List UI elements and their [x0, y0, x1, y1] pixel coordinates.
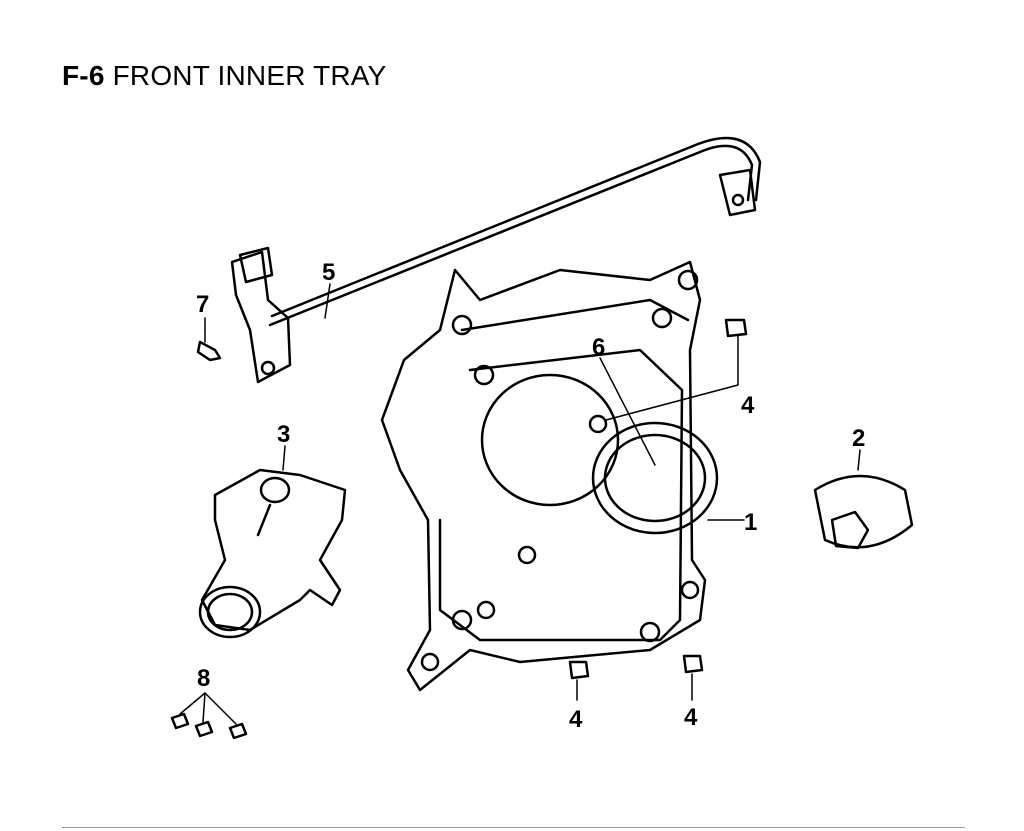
- part-6-grommet: [588, 414, 608, 434]
- callout-6: 6: [592, 334, 605, 361]
- diagram-code: F-6: [62, 60, 105, 91]
- callout-3: 3: [277, 421, 290, 448]
- bottom-divider: [62, 827, 965, 828]
- callout-4: 4: [569, 706, 583, 733]
- part-2-cap: [813, 474, 914, 550]
- callout-8: 8: [197, 665, 210, 692]
- part-3-housing: [198, 468, 347, 639]
- callout-2: 2: [852, 425, 865, 452]
- callout-4: 4: [741, 392, 755, 419]
- part-5-rod: [230, 136, 762, 384]
- diagram-name: FRONT INNER TRAY: [112, 60, 387, 91]
- part-8-bolts: [170, 712, 248, 740]
- page-title: F-6 FRONT INNER TRAY: [62, 60, 386, 92]
- part-7-bolt: [196, 329, 222, 362]
- callout-5: 5: [322, 259, 335, 286]
- callout-7: 7: [196, 291, 209, 318]
- leader-lines: [179, 283, 861, 725]
- part-4-clips: [568, 318, 748, 680]
- callout-1: 1: [744, 509, 757, 536]
- callout-4: 4: [684, 704, 698, 731]
- part-1-tray: [380, 260, 719, 692]
